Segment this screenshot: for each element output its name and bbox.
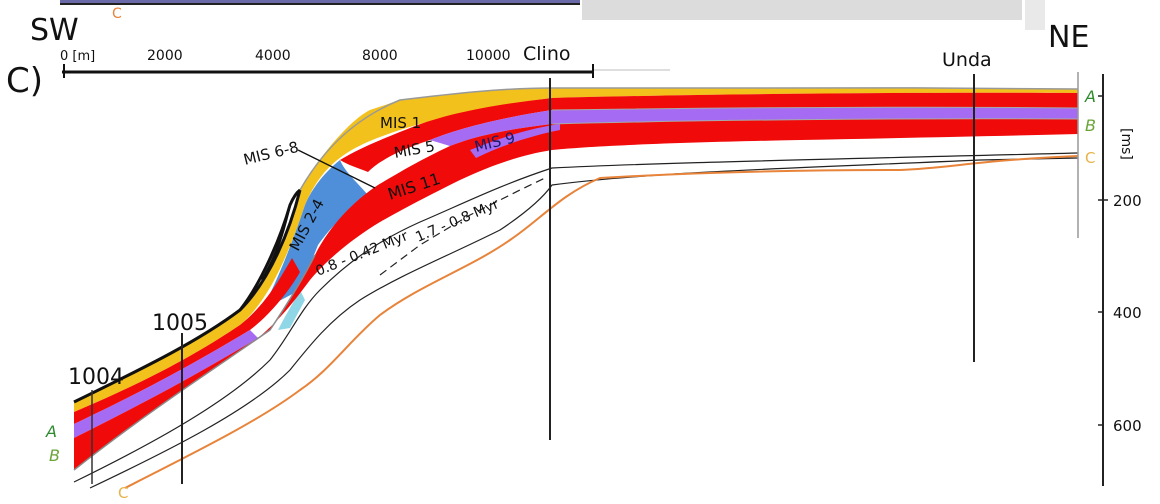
age-boundary-2 — [89, 157, 1079, 489]
sw-label: SW — [30, 13, 79, 48]
label-mis68: MIS 6-8 — [242, 138, 301, 169]
unit-mis24-sliver — [278, 290, 305, 330]
horizon-c-right: C — [1085, 149, 1095, 167]
unit-purple-lens — [470, 124, 560, 158]
scale-label-4000: 4000 — [255, 48, 291, 64]
geologic-units — [74, 87, 1078, 470]
unit-red-upper — [74, 258, 300, 424]
base-mis-line — [73, 254, 316, 471]
label-age-2: 1.7 - 0.8 Myr — [413, 196, 501, 246]
depth-label-200: 200 — [1113, 192, 1142, 210]
depth-unit-label: [ms] — [1118, 128, 1134, 160]
horizon-c-left: C — [118, 484, 128, 500]
scale-label-8000: 8000 — [362, 48, 398, 64]
seafloor-line — [73, 189, 302, 404]
horizon-b-left: B — [49, 446, 60, 465]
shelf-boundary-gray — [551, 106, 1079, 111]
seafloor-shelf-line — [299, 87, 1079, 191]
unit-red-upper-shelf — [340, 92, 1078, 172]
horizon-c-line — [124, 155, 1079, 489]
unit-red-lower — [74, 118, 1078, 470]
panel-label: C) — [6, 61, 43, 101]
ne-label: NE — [1048, 20, 1089, 55]
scale-label-2000: 2000 — [147, 48, 183, 64]
scale-label-10000: 10000 — [466, 48, 511, 64]
depth-label-600: 600 — [1113, 417, 1142, 435]
top-strip: C — [60, 0, 1045, 30]
horizon-lines — [73, 87, 1079, 489]
shelf-boundary-gray-2 — [551, 118, 1079, 125]
dashed-fault — [379, 177, 546, 276]
well-unda-label: Unda — [942, 49, 992, 71]
well-1005-label: 1005 — [152, 311, 208, 336]
age-boundary-1 — [73, 152, 1079, 483]
unit-purple-shelf — [430, 107, 1078, 146]
horizon-b-right: B — [1085, 116, 1096, 135]
depth-label-400: 400 — [1113, 304, 1142, 322]
unit-purple-slope — [74, 330, 258, 438]
well-clino-label: Clino — [523, 43, 571, 65]
wells: 1004 1005 Clino Unda — [68, 43, 1079, 484]
horizon-a-left: A — [45, 422, 57, 441]
mis68-leader — [297, 149, 376, 189]
scale-bar: 0 [m] 2000 4000 8000 10000 — [60, 48, 670, 78]
scale-label-0: 0 [m] — [60, 49, 95, 64]
horizon-letters: A B C A B C — [45, 87, 1096, 502]
top-strip-c-label: C — [112, 6, 122, 22]
well-1004-label: 1004 — [68, 365, 124, 390]
horizon-a-right: A — [1084, 87, 1096, 106]
left-stub-black — [260, 204, 292, 281]
unit-mis1 — [74, 87, 1078, 412]
depth-axis: [ms] 200 400 600 — [1098, 74, 1142, 486]
label-mis1: MIS 1 — [380, 114, 421, 132]
